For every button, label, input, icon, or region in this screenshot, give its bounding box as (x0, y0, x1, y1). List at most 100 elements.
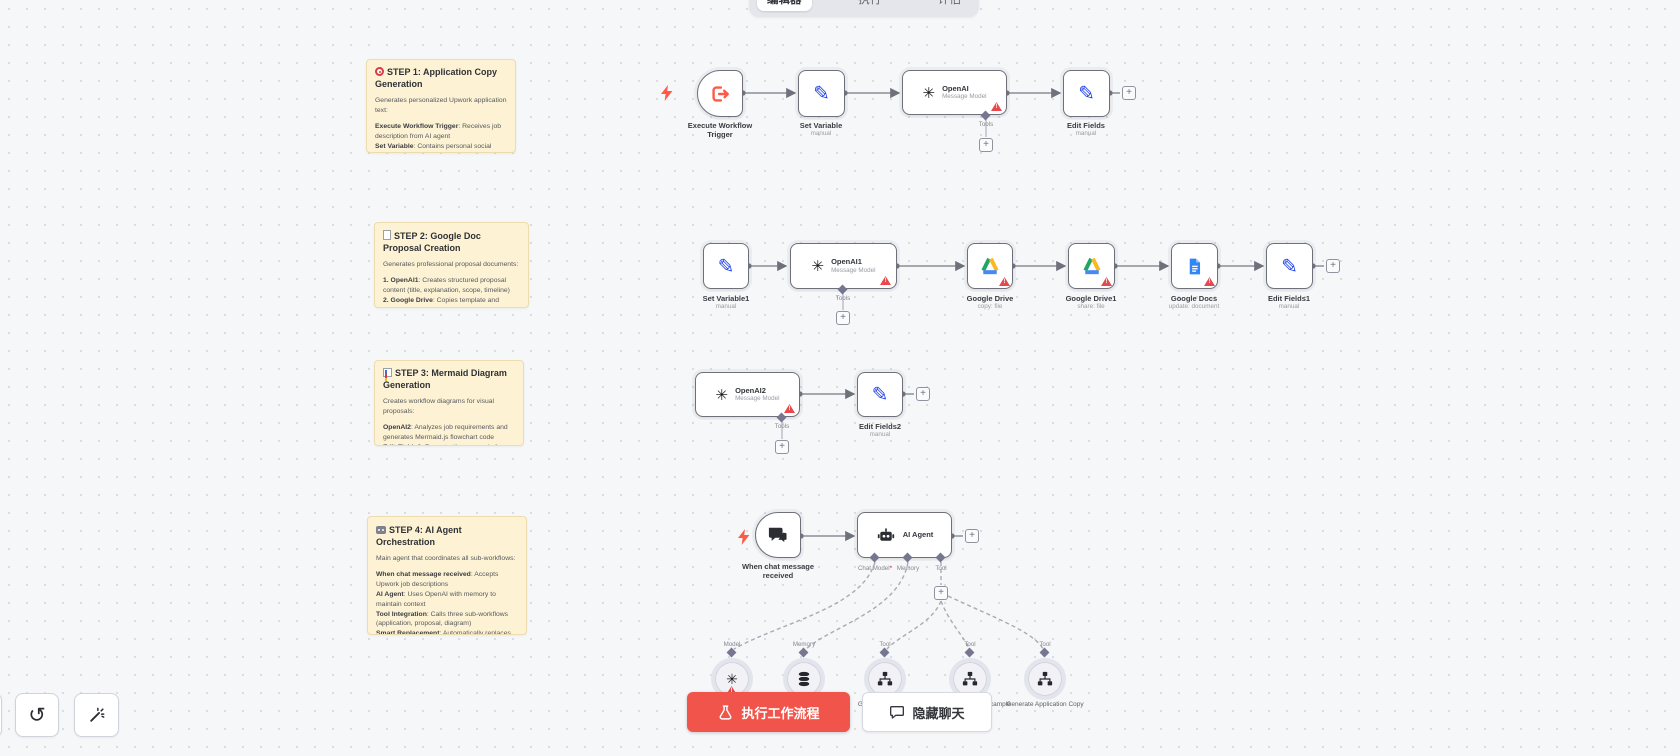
node-label: Edit Fields1 (1267, 294, 1311, 303)
node-sublabel: share: file (1077, 303, 1105, 310)
tab-evaluations[interactable]: 评估 (938, 0, 961, 7)
add-node-button[interactable]: + (965, 529, 979, 543)
sitemap-icon (1037, 671, 1053, 686)
tab-editor[interactable]: 编辑器 (757, 0, 812, 11)
execute-workflow-button[interactable]: 执行工作流程 (687, 692, 850, 732)
chat-bubble-icon (890, 706, 905, 719)
workflow-exit-icon (712, 85, 729, 102)
node-sublabel: manual (810, 130, 832, 137)
note-intro: Generates personalized Upwork applicatio… (375, 97, 507, 115)
node-edit-fields[interactable]: ✎ (1063, 70, 1110, 117)
add-node-button[interactable]: + (775, 440, 789, 454)
page-icon (383, 230, 391, 240)
node-openai2[interactable]: ✳ OpenAI2 Message Model (695, 372, 800, 417)
node-label: Execute Workflow Trigger (687, 121, 753, 140)
note-title: STEP 1: Application Copy Generation (375, 67, 498, 89)
add-node-button[interactable]: + (1122, 86, 1136, 100)
robot-icon (877, 528, 894, 541)
sticky-note-step4[interactable]: STEP 4: AI Agent Orchestration Main agen… (367, 516, 527, 635)
warning-icon (880, 276, 891, 285)
add-node-button[interactable]: + (979, 138, 993, 152)
node-label: Edit Fields2 (858, 422, 902, 431)
node-sublabel: manual (1278, 303, 1300, 310)
openai-icon: ✳ (811, 258, 825, 275)
node-label: Google Drive1 (1065, 294, 1117, 303)
note-intro: Main agent that coordinates all sub-work… (376, 555, 516, 563)
add-node-button[interactable]: + (934, 586, 948, 600)
node-label: Set Variable (799, 121, 843, 130)
clipped-canvas-button[interactable] (0, 693, 2, 737)
model-connector-diamond[interactable] (726, 647, 737, 658)
sitemap-icon (877, 671, 893, 686)
tidy-up-button[interactable] (74, 693, 119, 737)
subnode-tool-workflow-3[interactable] (1024, 658, 1066, 700)
note-title: STEP 3: Mermaid Diagram Generation (383, 368, 507, 390)
node-edit-fields2[interactable]: ✎ (857, 372, 903, 417)
node-title: OpenAI2 (735, 385, 766, 395)
node-label: Google Docs (1170, 294, 1218, 303)
google-drive-icon (981, 257, 999, 275)
target-icon (375, 67, 384, 76)
node-title: OpenAI1 (831, 257, 862, 267)
node-openai[interactable]: ✳ OpenAI Message Model (902, 70, 1007, 115)
note-intro: Generates professional proposal document… (383, 261, 519, 269)
pencil-icon: ✎ (813, 83, 830, 105)
magic-wand-icon (89, 707, 104, 722)
node-set-variable1[interactable]: ✎ (703, 243, 749, 289)
sticky-note-step2[interactable]: STEP 2: Google Doc Proposal Creation Gen… (374, 222, 529, 308)
trigger-bolt-icon (661, 85, 673, 101)
view-switcher: 编辑器 执行 评估 (749, 0, 979, 17)
database-icon (798, 671, 810, 687)
tool-connector-diamond[interactable] (879, 647, 890, 658)
sticky-note-step1[interactable]: STEP 1: Application Copy Generation Gene… (366, 59, 516, 153)
add-node-button[interactable]: + (1326, 259, 1340, 273)
openai-icon: ✳ (726, 670, 738, 687)
google-drive-icon (1082, 257, 1101, 275)
pencil-icon: ✎ (871, 384, 889, 406)
add-node-button[interactable]: + (916, 387, 930, 401)
port-label: Tools (978, 121, 994, 128)
node-label: Set Variable1 (702, 294, 750, 303)
node-edit-fields1[interactable]: ✎ (1266, 243, 1313, 289)
flask-icon (720, 704, 732, 720)
warning-icon (1204, 277, 1215, 286)
undo-icon: ↺ (28, 703, 46, 727)
execute-workflow-label: 执行工作流程 (741, 705, 820, 721)
warning-icon (1101, 277, 1112, 286)
warning-icon (999, 277, 1010, 286)
port-label: Memory (896, 565, 920, 572)
hide-chat-button[interactable]: 隐藏聊天 (862, 692, 992, 732)
note-title: STEP 4: AI Agent Orchestration (376, 525, 462, 547)
node-when-chat-message-received[interactable] (755, 512, 801, 558)
node-subtitle: Message Model (735, 395, 780, 403)
node-sublabel: manual (715, 303, 737, 310)
add-node-button[interactable]: + (836, 311, 850, 325)
tab-executions[interactable]: 执行 (858, 0, 882, 7)
node-label: Google Drive (966, 294, 1014, 303)
node-set-variable[interactable]: ✎ (798, 70, 845, 117)
tool-connector-diamond[interactable] (1039, 647, 1050, 658)
chat-bubbles-icon (768, 527, 788, 545)
warning-icon (726, 686, 737, 695)
pencil-icon: ✎ (1281, 255, 1298, 278)
node-execute-workflow-trigger[interactable] (697, 70, 743, 117)
subnode-label: Generate Application Copy (1006, 701, 1084, 708)
tool-connector-diamond[interactable] (964, 647, 975, 658)
undo-button[interactable]: ↺ (15, 693, 59, 737)
memory-connector-diamond[interactable] (798, 647, 809, 658)
pencil-icon: ✎ (717, 255, 735, 278)
node-ai-agent[interactable]: AI Agent (857, 512, 952, 558)
chart-icon (383, 368, 392, 382)
warning-icon (784, 404, 795, 413)
port-label: Tool (1039, 641, 1051, 648)
sitemap-icon (962, 671, 978, 686)
pencil-icon: ✎ (1078, 83, 1095, 105)
node-subtitle: Message Model (942, 93, 987, 101)
port-label: Tools (774, 423, 790, 430)
port-label: Tools (835, 295, 851, 302)
node-title: AI Agent (902, 530, 934, 540)
node-openai1[interactable]: ✳ OpenAI1 Message Model (790, 243, 897, 289)
note-intro: Creates workflow diagrams for visual pro… (383, 398, 495, 416)
sticky-note-step3[interactable]: STEP 3: Mermaid Diagram Generation Creat… (374, 360, 524, 446)
